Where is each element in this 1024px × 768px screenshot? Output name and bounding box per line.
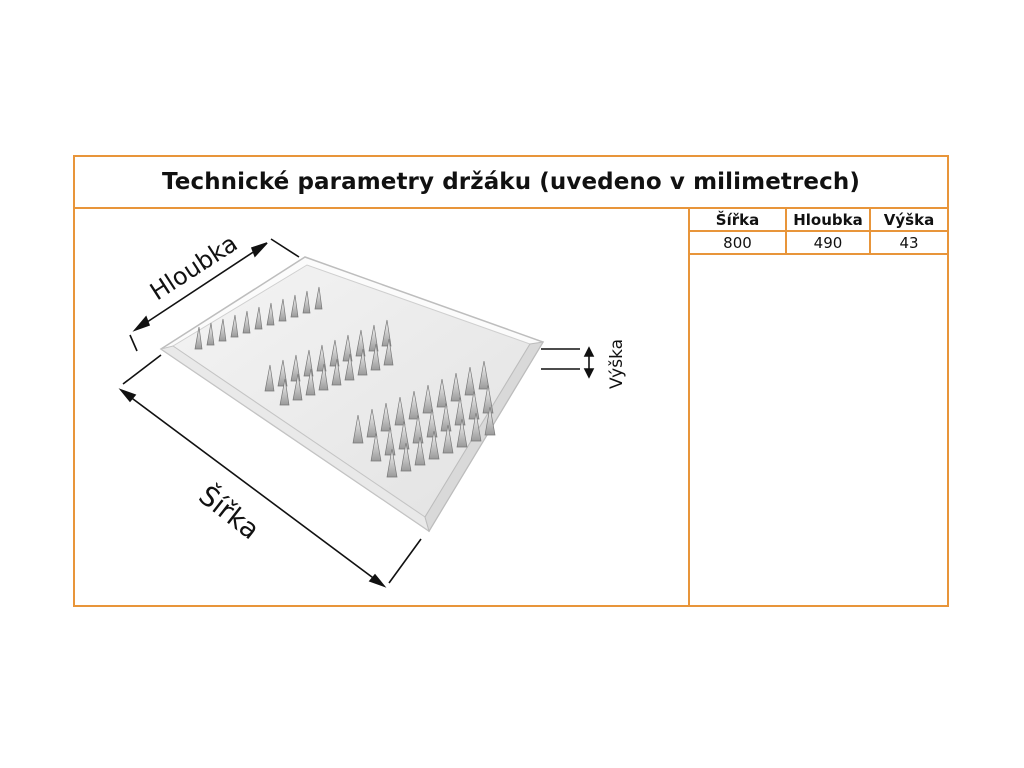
height-dimension bbox=[541, 346, 595, 379]
header-width: Šířka bbox=[690, 209, 787, 232]
tine-row-1 bbox=[194, 286, 323, 350]
dish-rack-drawing: Hloubka Šířka Výška bbox=[118, 229, 627, 588]
title-row: Technické parametry držáku (uvedeno v mi… bbox=[75, 157, 947, 209]
column-divider bbox=[688, 209, 690, 607]
parameters-table: Šířka Hloubka Výška 800 490 43 bbox=[690, 209, 947, 255]
table-row: 800 490 43 bbox=[690, 230, 947, 255]
width-dimension bbox=[118, 354, 422, 588]
value-height: 43 bbox=[869, 230, 947, 255]
height-label: Výška bbox=[607, 339, 627, 389]
product-illustration: Hloubka Šířka Výška bbox=[75, 209, 688, 607]
depth-dimension bbox=[129, 238, 300, 352]
depth-label: Hloubka bbox=[145, 229, 242, 306]
value-depth: 490 bbox=[785, 230, 871, 255]
page-title: Technické parametry držáku (uvedeno v mi… bbox=[162, 169, 860, 195]
table-header-row: Šířka Hloubka Výška bbox=[690, 209, 947, 232]
tine-row-2 bbox=[264, 319, 394, 406]
spec-frame: Technické parametry držáku (uvedeno v mi… bbox=[73, 155, 949, 607]
value-width: 800 bbox=[690, 230, 787, 255]
tine-row-3 bbox=[352, 360, 496, 478]
header-height: Výška bbox=[869, 209, 947, 232]
header-depth: Hloubka bbox=[785, 209, 871, 232]
